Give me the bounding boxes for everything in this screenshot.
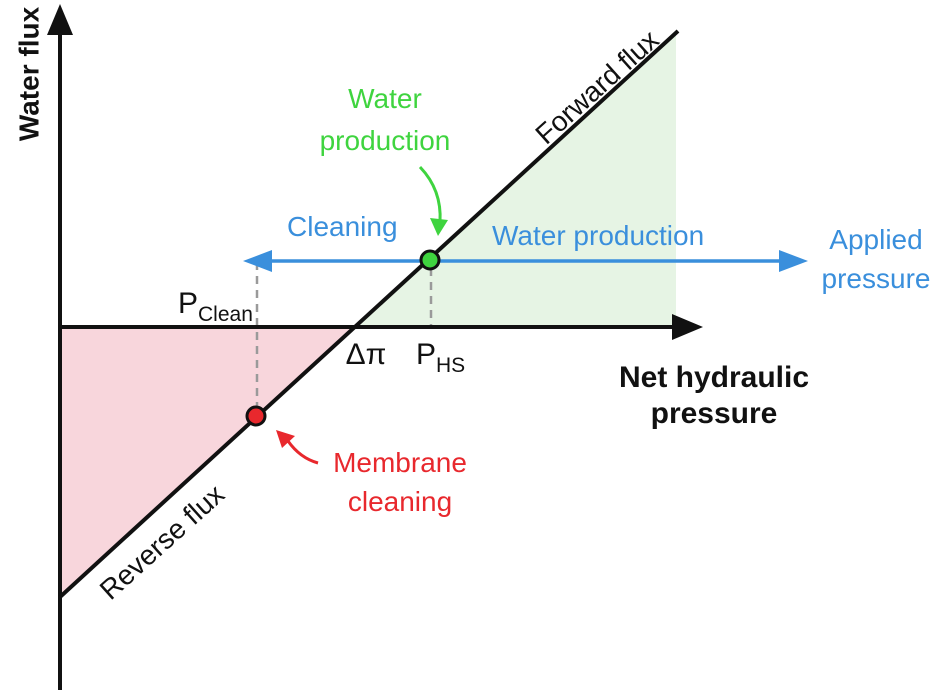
membrane-cleaning-callout-line2: cleaning xyxy=(348,486,452,517)
x-axis-arrowhead xyxy=(672,314,703,340)
x-axis-label-line2: pressure xyxy=(651,397,778,430)
osmotic-pressure-label: Δπ xyxy=(346,338,387,371)
water-production-callout-arrow xyxy=(418,165,442,223)
membrane-cleaning-callout-arrow xyxy=(286,440,319,465)
water-production-callout-arrowhead xyxy=(430,218,448,236)
cleaning-label: Cleaning xyxy=(287,211,398,242)
water-production-arrow-label: Water production xyxy=(492,220,704,251)
flux-line xyxy=(58,29,680,599)
applied-pressure-label-line1: Applied xyxy=(829,224,922,255)
applied-pressure-label-line2: pressure xyxy=(822,263,931,294)
applied-pressure-arrowhead xyxy=(779,250,808,272)
water-production-point xyxy=(419,249,441,271)
y-axis-arrowhead xyxy=(47,4,73,35)
x-axis-label-line1: Net hydraulic xyxy=(619,361,809,394)
membrane-cleaning-point xyxy=(245,405,267,427)
cleaning-arrowhead xyxy=(243,250,272,272)
water-production-callout-line1: Water xyxy=(348,83,422,114)
membrane-cleaning-callout-line1: Membrane xyxy=(333,447,467,478)
y-axis-label: Water flux xyxy=(14,6,45,141)
p-hs-label: PHS xyxy=(416,338,465,377)
water-production-callout-line2: production xyxy=(320,125,451,156)
p-clean-label: PClean xyxy=(178,287,253,326)
membrane-cleaning-callout-arrowhead xyxy=(276,430,295,448)
